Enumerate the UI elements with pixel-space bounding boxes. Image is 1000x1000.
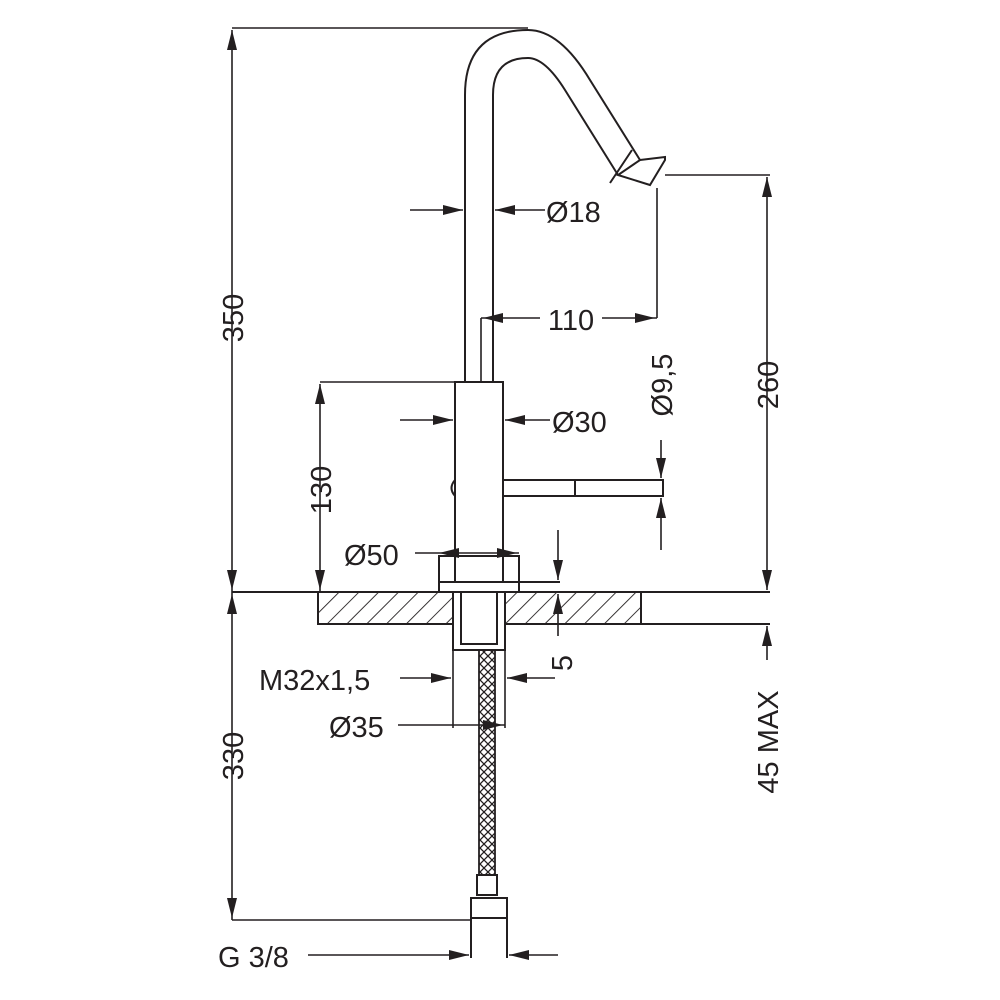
dim-d50-arrow-right <box>497 548 517 558</box>
dim-260-arrow-bottom <box>762 570 772 590</box>
label-d50: Ø50 <box>344 540 399 572</box>
label-g3-8: G 3/8 <box>218 942 289 974</box>
dim-d18-arrow-left <box>443 205 463 215</box>
braided-hose <box>478 649 496 876</box>
spout-tip <box>615 155 666 187</box>
shank-inner <box>460 591 498 645</box>
dim-350-arrow-top <box>227 30 237 50</box>
spout-outer-edge <box>464 28 641 382</box>
dimension-lines <box>227 27 772 960</box>
dim-130-arrow-bottom <box>315 570 325 590</box>
spout-inner-edge <box>492 56 619 382</box>
label-110: 110 <box>548 305 594 337</box>
countertop-left <box>317 591 454 625</box>
dim-d18-arrow-right <box>495 205 515 215</box>
label-260: 260 <box>753 361 785 409</box>
dim-g38-arrow-left <box>449 950 469 960</box>
dim-260-arrow-top <box>762 177 772 197</box>
dim-d35-arrow <box>483 720 503 730</box>
dim-130-arrow-top <box>315 384 325 404</box>
label-5: 5 <box>547 655 579 671</box>
dim-330-arrow-top <box>227 594 237 614</box>
dim-d30-arrow-right <box>505 415 525 425</box>
dim-5-arrow-bottom <box>553 594 563 614</box>
dim-110-arrow-right <box>635 313 655 323</box>
hose-nut <box>470 897 508 919</box>
faucet-geometry <box>232 28 770 958</box>
dim-m32-arrow-right <box>507 673 527 683</box>
dim-350-arrow-bottom <box>227 570 237 590</box>
label-45-max: 45 MAX <box>753 690 785 793</box>
dim-d50-arrow-left <box>439 548 459 558</box>
lever-pivot <box>450 479 456 497</box>
lever-handle <box>502 479 664 497</box>
label-130: 130 <box>306 466 338 514</box>
dim-330-arrow-bottom <box>227 898 237 918</box>
dim-d95-arrow-top <box>656 458 666 478</box>
faucet-body <box>454 381 504 583</box>
base-flange <box>438 555 520 593</box>
label-330: 330 <box>218 732 250 780</box>
label-d9-5: Ø9,5 <box>647 354 679 417</box>
dimension-labels: 350 330 130 260 45 MAX Ø9,5 5 Ø18 110 Ø3… <box>218 197 785 974</box>
label-d18: Ø18 <box>546 197 601 229</box>
label-d35: Ø35 <box>329 712 384 744</box>
dim-45max-arrow <box>762 626 772 646</box>
countertop-right <box>504 591 642 625</box>
dim-d95-arrow-bottom <box>656 498 666 518</box>
label-350: 350 <box>218 294 250 342</box>
label-m32x1-5: M32x1,5 <box>259 665 370 697</box>
dim-110-arrow-left <box>483 313 503 323</box>
dim-5-arrow-top <box>553 560 563 580</box>
spout-tip-ring <box>609 149 633 184</box>
dim-d30-arrow-left <box>433 415 453 425</box>
hose-ferrule <box>476 874 498 896</box>
dim-g38-arrow-right <box>509 950 529 960</box>
dim-m32-arrow-left <box>431 673 451 683</box>
label-d30: Ø30 <box>552 407 607 439</box>
